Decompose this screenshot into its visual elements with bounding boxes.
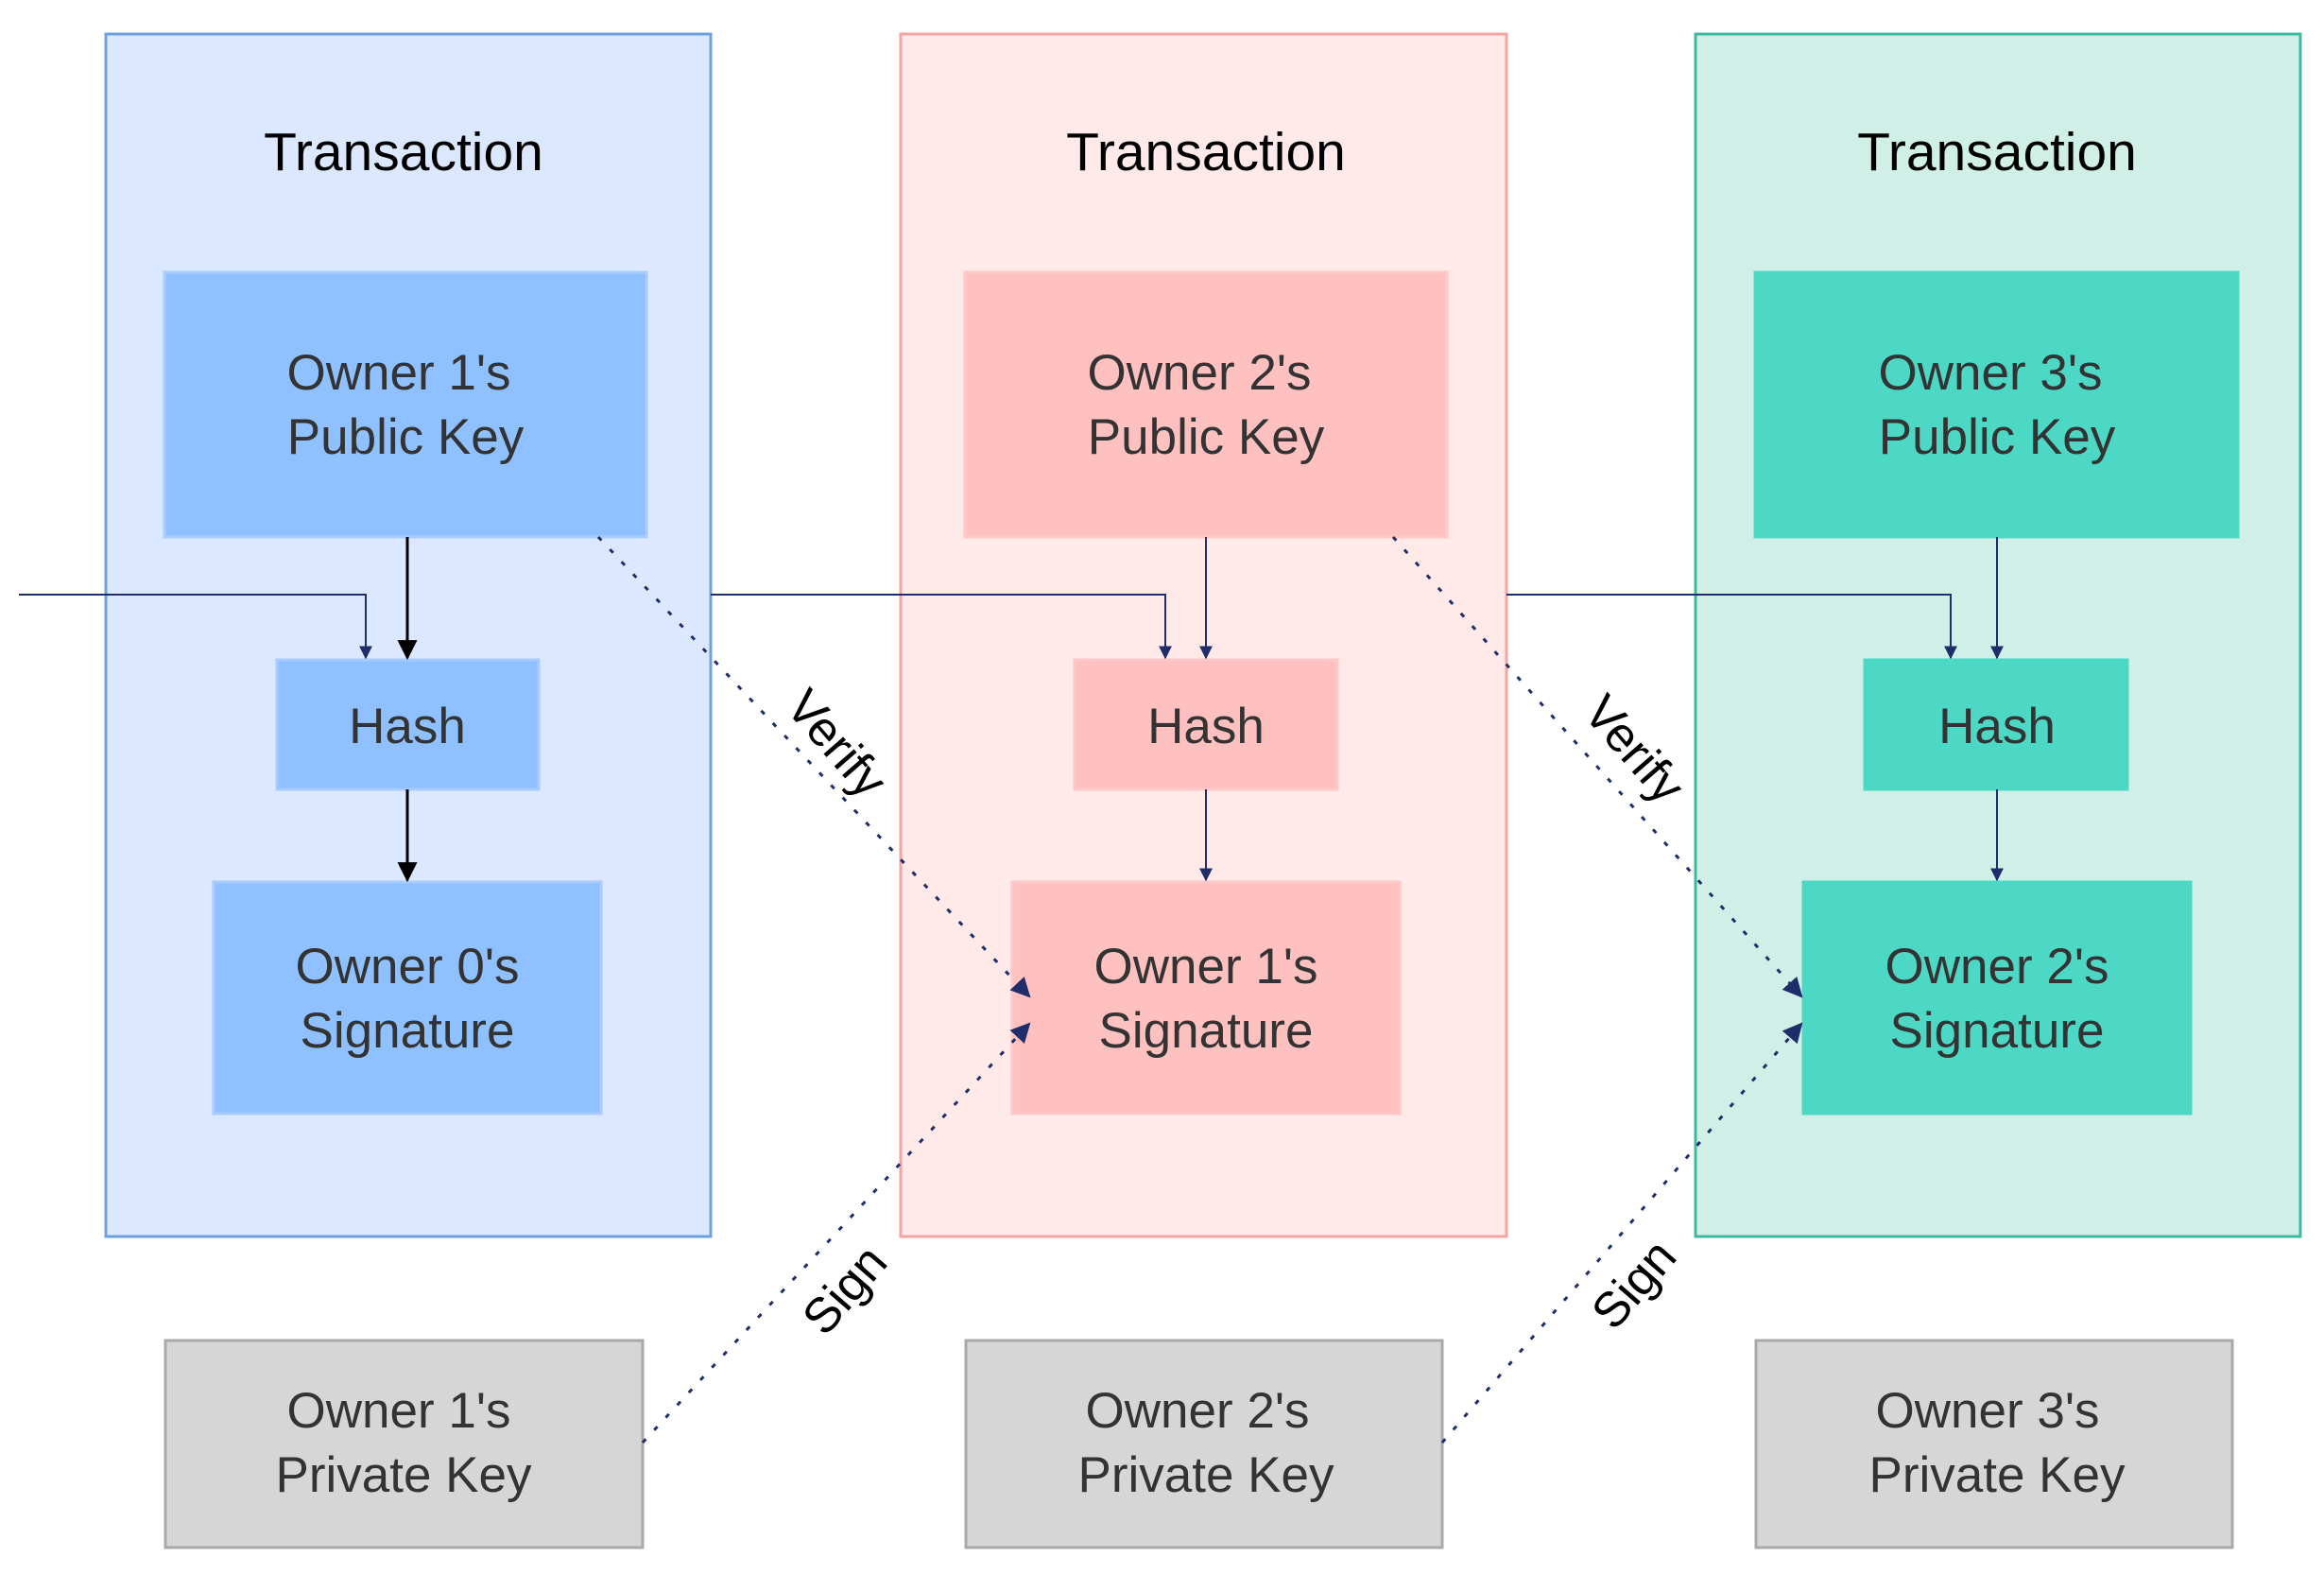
public-key-3-line-1: Owner 3's — [1879, 345, 2103, 401]
hash-3-label: Hash — [1938, 699, 2056, 754]
public-key-1-line-1: Owner 1's — [287, 345, 511, 401]
hash-2-label: Hash — [1147, 699, 1265, 754]
owner-1-signature-node: Owner 1's Signature — [1010, 880, 1402, 1116]
hash-node-3: Hash — [1863, 658, 2129, 791]
edge-sign-2 — [1440, 1022, 1803, 1444]
owner-2-private-key-node: Owner 2's Private Key — [964, 1339, 1444, 1549]
private-key-2-line-2: Private Key — [1077, 1447, 1334, 1503]
signature-3-line-1: Owner 2's — [1885, 939, 2109, 995]
signature-2-line-2: Signature — [1099, 1003, 1314, 1059]
edge-transaction-1-to-hash-2 — [711, 594, 1172, 660]
private-key-2-line-1: Owner 2's — [1086, 1383, 1310, 1439]
public-key-2-line-2: Public Key — [1088, 409, 1325, 465]
edge-verify-1 — [596, 535, 1031, 998]
panel-3-title: Transaction — [1857, 122, 2137, 182]
panel-1-title: Transaction — [264, 122, 543, 182]
signature-1-line-1: Owner 0's — [296, 939, 520, 995]
public-key-3-line-2: Public Key — [1879, 409, 2116, 465]
owner-3-private-key-node: Owner 3's Private Key — [1754, 1339, 2234, 1549]
owner-2-signature-node: Owner 2's Signature — [1801, 880, 2193, 1116]
verify-label-2: Verify — [1573, 685, 1695, 814]
owner-3-public-key-node: Owner 3's Public Key — [1753, 270, 2240, 539]
verify-label-1: Verify — [775, 680, 897, 808]
public-key-2-line-1: Owner 2's — [1088, 345, 1312, 401]
edge-verify-2 — [1391, 536, 1803, 998]
private-key-3-line-2: Private Key — [1868, 1447, 2126, 1503]
transaction-panel-2: Transaction Owner 2's Public Key Hash Ow… — [899, 32, 1508, 1238]
owner-1-private-key-node: Owner 1's Private Key — [164, 1339, 645, 1549]
edge-previous-to-hash-1 — [19, 594, 372, 660]
owner-0-signature-node: Owner 0's Signature — [212, 880, 603, 1116]
signature-2-line-1: Owner 1's — [1094, 939, 1318, 995]
owner-2-public-key-node: Owner 2's Public Key — [963, 270, 1449, 539]
private-key-1-line-2: Private Key — [275, 1447, 532, 1503]
private-key-3-line-1: Owner 3's — [1876, 1383, 2100, 1439]
edge-transaction-2-to-hash-3 — [1506, 594, 1957, 660]
panel-2-title: Transaction — [1066, 122, 1346, 182]
hash-node-1: Hash — [275, 658, 541, 791]
sign-label-2: Sign — [1581, 1230, 1687, 1340]
public-key-1-line-2: Public Key — [287, 409, 525, 465]
transaction-panel-1: Transaction Owner 1's Public Key Hash Ow… — [104, 32, 713, 1238]
signature-3-line-2: Signature — [1890, 1003, 2105, 1059]
private-key-1-line-1: Owner 1's — [287, 1383, 511, 1439]
hash-1-label: Hash — [349, 699, 466, 754]
signature-1-line-2: Signature — [301, 1003, 515, 1059]
owner-1-public-key-node: Owner 1's Public Key — [163, 270, 648, 539]
hash-node-2: Hash — [1073, 658, 1339, 791]
sign-label-1: Sign — [792, 1236, 898, 1346]
